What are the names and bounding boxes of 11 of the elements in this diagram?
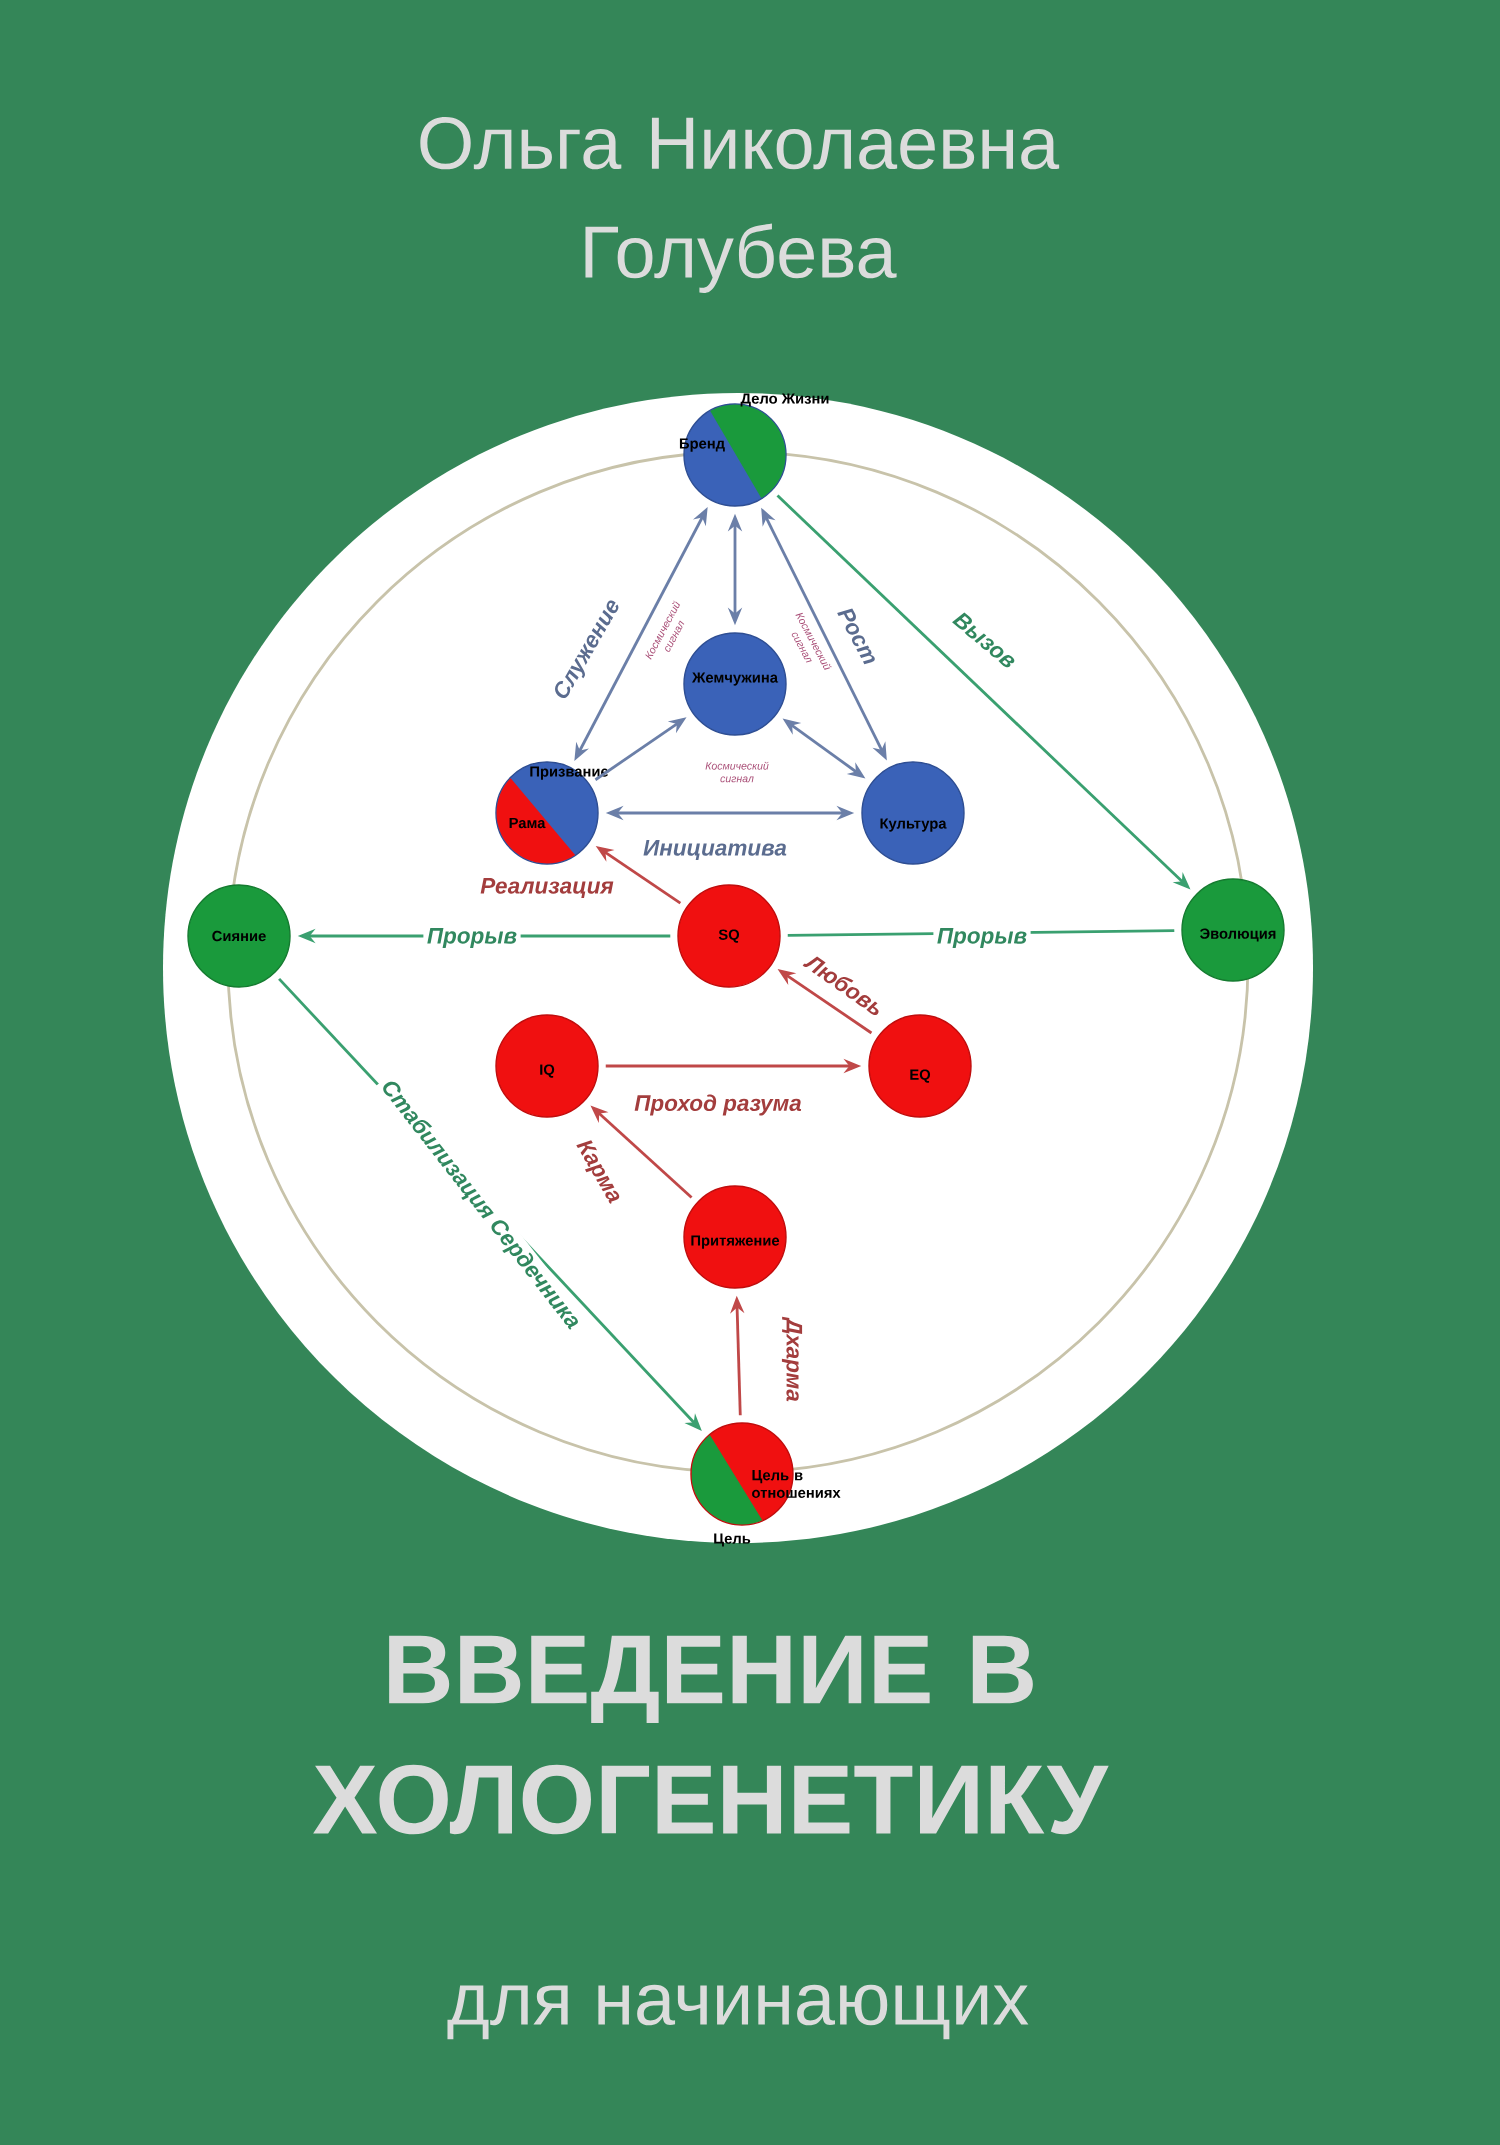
- edge-label: Рост: [832, 600, 884, 672]
- edge-label: Дхарма: [778, 1314, 806, 1406]
- edge-label: Прорыв: [423, 924, 521, 952]
- signal-label: Космический сигнал: [705, 761, 769, 783]
- edge-label: Прорыв: [933, 924, 1031, 952]
- book-title: ВВЕДЕНИЕ В ХОЛОГЕНЕТИКУ: [313, 1635, 1109, 1835]
- subtitle: для начинающих: [447, 1984, 1029, 2040]
- edge-label: Инициатива: [639, 836, 791, 864]
- edge-label: Реализация: [476, 874, 618, 902]
- edge-label: Проход разума: [630, 1091, 806, 1119]
- author-name: Ольга Николаевна Голубева: [420, 117, 1060, 293]
